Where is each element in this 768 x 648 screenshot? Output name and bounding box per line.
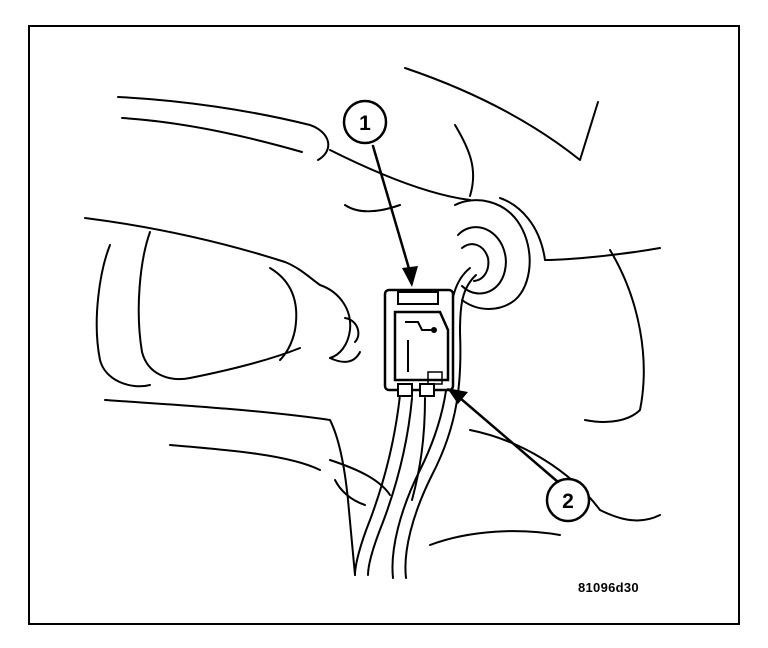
connector-wire-boot-a — [397, 383, 413, 397]
switch-connector — [383, 288, 455, 397]
column-lower-edge — [189, 347, 301, 379]
connector-body — [393, 310, 450, 382]
callout-1-circle — [342, 99, 388, 145]
arrowhead-1 — [402, 266, 418, 287]
column-hub-detail — [329, 351, 361, 363]
column-end-cap — [95, 244, 151, 388]
grommet-outer — [454, 199, 531, 310]
arrowhead-2 — [447, 388, 468, 404]
connector-latch — [397, 291, 439, 305]
panel-contour-upper-left — [117, 96, 330, 161]
lower-brace-curve — [329, 459, 391, 496]
bulkhead-edge — [544, 247, 661, 261]
connector-pin — [431, 327, 437, 333]
column-hub — [319, 284, 352, 359]
column-nub — [344, 317, 360, 343]
panel-edge — [454, 124, 475, 197]
column-collar — [269, 267, 298, 361]
harness-wire-inner — [404, 274, 477, 579]
grommet-core — [461, 243, 490, 282]
figure-id: 81096d30 — [578, 580, 639, 595]
grommet-inner — [457, 226, 507, 295]
column-top-edge — [84, 217, 321, 286]
lower-brace-left — [104, 399, 356, 576]
harness-wire-left-c — [411, 397, 426, 501]
callout-2: 2 — [545, 477, 591, 523]
panel-contour-short — [344, 204, 401, 213]
panel-contour-mid — [329, 149, 471, 201]
panel-contour-upper-left-inner — [121, 117, 303, 153]
lower-right-contour — [469, 429, 661, 522]
callout-1-label: 1 — [359, 112, 371, 135]
callout-2-circle — [545, 477, 591, 523]
panel-contour-top-right — [404, 67, 599, 161]
bulkhead-contour — [499, 197, 546, 261]
leader-line-1 — [371, 144, 412, 274]
leader-line-2 — [458, 396, 560, 484]
callout-1: 1 — [342, 99, 388, 145]
connector-detail — [405, 321, 432, 331]
harness-branch — [334, 479, 366, 506]
connector-wire-boot-b — [419, 383, 435, 397]
lower-brace-inner — [169, 444, 321, 471]
lower-contour — [429, 530, 561, 546]
harness-wire-left-b — [367, 397, 413, 576]
column-end-cap-inner — [137, 231, 191, 380]
harness-wire-left-a — [354, 394, 401, 576]
bulkhead-lower-contour — [584, 249, 645, 423]
callout-2-label: 2 — [562, 490, 574, 513]
